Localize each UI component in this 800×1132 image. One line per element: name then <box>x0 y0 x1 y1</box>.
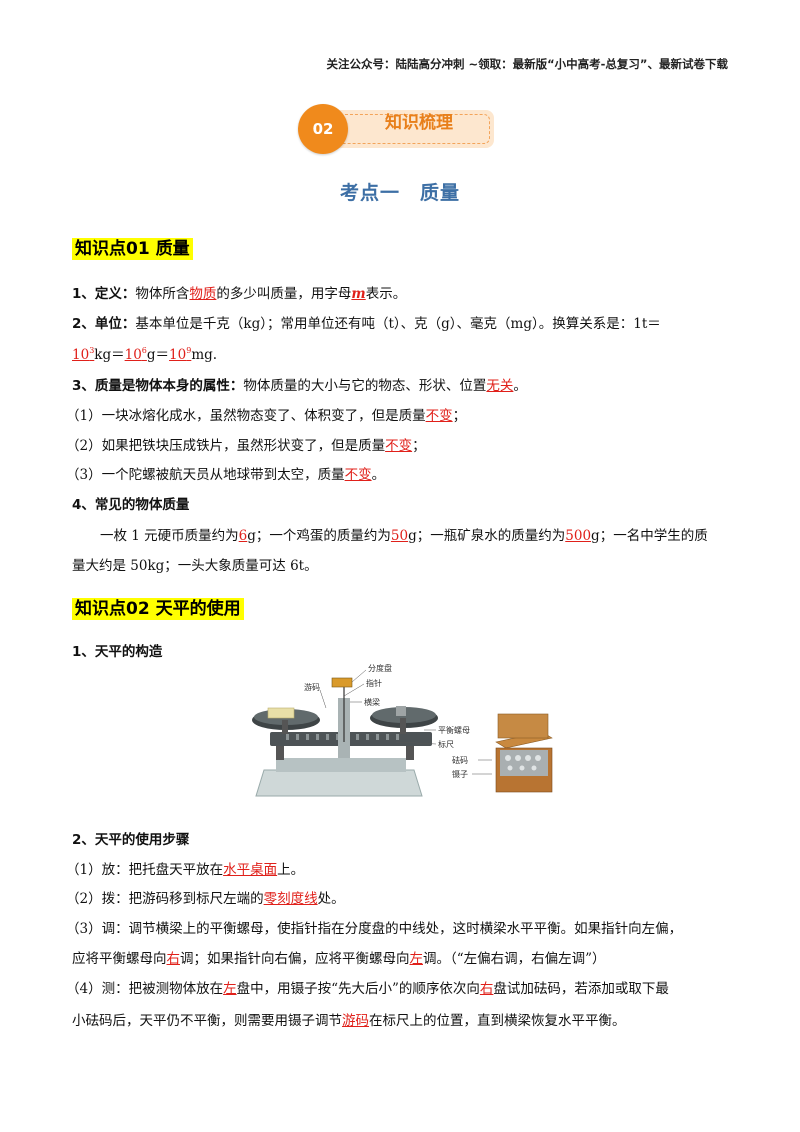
label-rider: 游码 <box>304 682 320 692</box>
kp1-unit-line2: 103kg＝106g＝109mg. <box>72 346 218 364</box>
kp2-title: 知识点02 天平的使用 <box>72 598 244 620</box>
label-pointer: 指针 <box>366 678 382 688</box>
label-nut: 平衡螺母 <box>438 725 470 735</box>
section-number: 02 <box>298 104 348 154</box>
kp1-sub1: （1）一块冰熔化成水，虽然物态变了、体积变了，但是质量不变； <box>66 408 467 424</box>
kp1-common-head: 4、常见的物体质量 <box>72 497 190 513</box>
kp2-step4-line2: 小砝码后，天平仍不平衡，则需要用镊子调节游码在标尺上的位置，直到横梁恢复水平平衡… <box>72 1013 626 1029</box>
kp1-property: 3、质量是物体本身的属性：物体质量的大小与它的物态、形状、位置无关。 <box>72 378 527 394</box>
kp1-heading: 知识点01 质量 <box>72 234 193 260</box>
label-tweezers: 镊子 <box>452 769 468 779</box>
kp1-common-line1: 一枚 1 元硬币质量约为6g；一个鸡蛋的质量约为50g；一瓶矿泉水的质量约为50… <box>100 528 708 544</box>
section-tab <box>336 110 494 148</box>
weight-box-illustration <box>495 713 553 793</box>
kp1-sub3: （3）一个陀螺被航天员从地球带到太空，质量不变。 <box>66 467 386 483</box>
header-note: 关注公众号：陆陆高分冲刺 ~领取：最新版“小中高考-总复习”、最新试卷下载 <box>326 57 728 71</box>
label-scale: 标尺 <box>438 739 454 749</box>
kp1-sub2: （2）如果把铁块压成铁片，虽然形状变了，但是质量不变； <box>66 438 426 454</box>
kp2-heading: 知识点02 天平的使用 <box>72 594 244 620</box>
kp2-steps-head: 2、天平的使用步骤 <box>72 832 190 848</box>
section-title: 知识梳理 <box>385 113 453 133</box>
kp2-structure-head: 1、天平的构造 <box>72 644 163 660</box>
kaodian-title: 考点一 质量 <box>339 182 460 204</box>
kp2-step1: （1）放：把托盘天平放在水平桌面上。 <box>66 862 305 878</box>
label-weights: 砝码 <box>452 755 468 765</box>
kp2-step4-line1: （4）测：把被测物体放在左盘中，用镊子按“先大后小”的顺序依次向右盘试加砝码，若… <box>66 981 669 997</box>
kp1-definition: 1、定义：物体所含物质的多少叫质量，用字母m表示。 <box>72 286 407 302</box>
label-dial: 分度盘 <box>368 663 392 673</box>
label-beam: 横梁 <box>364 697 380 707</box>
balance-figure: 分度盘 指针 游码 横梁 平衡螺母 标尺 砝码 镊子 <box>252 663 553 797</box>
kp1-title: 知识点01 质量 <box>72 238 193 260</box>
kp2-step2: （2）拨：把游码移到标尺左端的零刻度线处。 <box>66 891 345 907</box>
kp1-unit-line1: 2、单位：基本单位是千克（kg）；常用单位还有吨（t）、克（g）、毫克（mg）。… <box>72 316 661 332</box>
section-badge: 02 知识梳理 <box>298 104 498 154</box>
kp2-step3-line2: 应将平衡螺母向右调；如果指针向右偏，应将平衡螺母向左调。（“左偏右调，右偏左调”… <box>72 951 606 967</box>
kp2-step3-line1: （3）调：调节横梁上的平衡螺母，使指针指在分度盘的中线处，这时横梁水平平衡。如果… <box>66 921 683 937</box>
kp1-common-line2: 量大约是 50kg；一头大象质量可达 6t。 <box>72 558 318 574</box>
